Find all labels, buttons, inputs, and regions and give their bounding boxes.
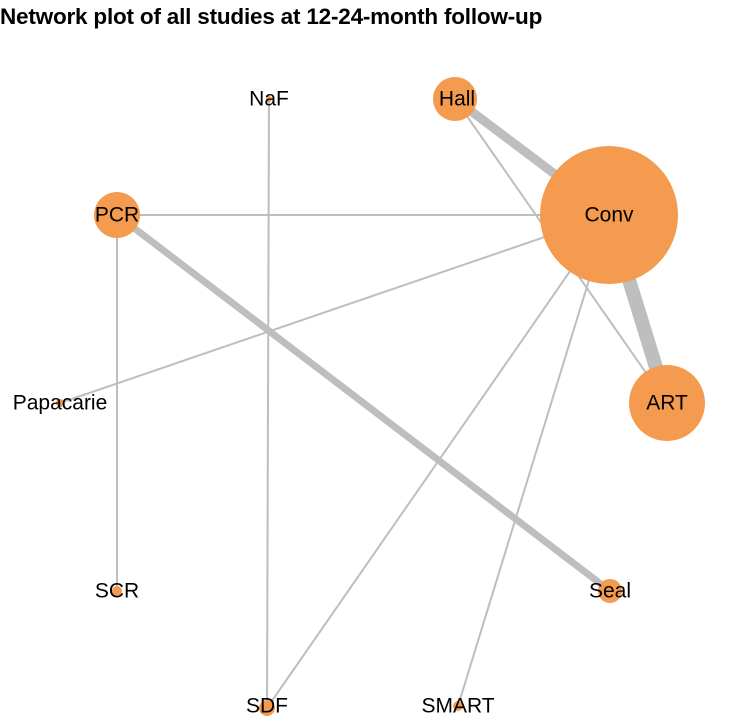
edge-conv-smart bbox=[457, 214, 610, 707]
nodes-layer bbox=[56, 77, 705, 716]
node-sdf bbox=[259, 700, 275, 716]
node-label-scr: SCR bbox=[95, 580, 139, 603]
node-hall bbox=[433, 77, 477, 121]
node-smart bbox=[453, 701, 463, 711]
node-seal bbox=[598, 579, 622, 603]
node-label-art: ART bbox=[646, 392, 688, 415]
node-art bbox=[629, 365, 705, 441]
edge-pcr-seal bbox=[114, 212, 613, 594]
node-label-papacarie: Papacarie bbox=[13, 392, 108, 415]
node-pcr bbox=[94, 192, 140, 238]
edge-conv-sdf bbox=[266, 214, 610, 709]
chart-title: Network plot of all studies at 12-24-mon… bbox=[0, 4, 543, 29]
node-label-hall: Hall bbox=[439, 88, 475, 111]
node-label-seal: Seal bbox=[589, 580, 631, 603]
node-conv bbox=[540, 146, 678, 284]
node-label-pcr: PCR bbox=[95, 204, 139, 227]
node-papacarie bbox=[56, 399, 64, 407]
edge-conv-papacarie bbox=[59, 214, 610, 404]
node-scr bbox=[112, 586, 122, 596]
node-label-smart: SMART bbox=[421, 695, 494, 718]
node-label-sdf: SDF bbox=[246, 695, 288, 718]
node-naf bbox=[266, 96, 272, 102]
node-label-naf: NaF bbox=[249, 88, 289, 111]
edge-naf-sdf bbox=[266, 98, 270, 709]
node-label-conv: Conv bbox=[584, 204, 634, 227]
